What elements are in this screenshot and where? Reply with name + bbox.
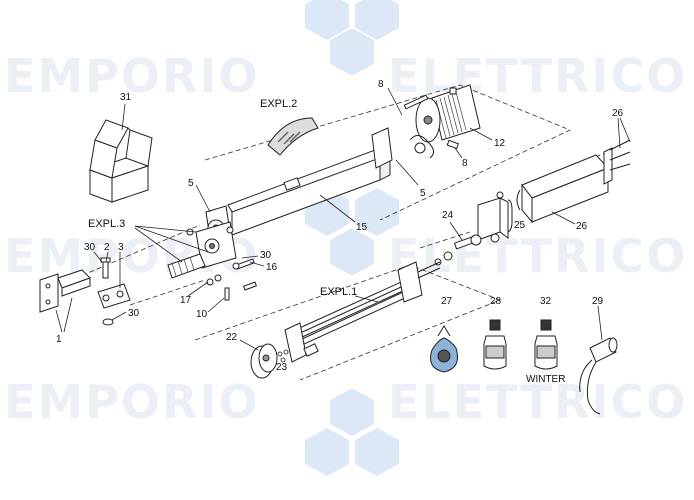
part-26-rail [516,139,631,224]
watermark: EMPORIO ELETTRICO EMPORIO ELETTRICO EMPO… [4,0,687,476]
part-1-wall-bracket [39,269,91,313]
watermark-brand-left-low: EMPORIO [4,375,260,429]
label-expl3: EXPL.3 [88,218,125,230]
label-expl2: EXPL.2 [260,98,297,110]
watermark-brand-right-low: ELETTRICO [388,375,687,429]
expl1-actuator [284,261,441,363]
watermark-brand-left-top: EMPORIO [4,49,260,103]
label-32: 32 [540,296,552,307]
leader-1-a [55,309,63,333]
part-3-hinge [97,283,131,309]
label-15: 15 [356,222,368,233]
part-16-screw [232,258,255,270]
leader-16 [249,261,265,267]
label-10: 10 [196,309,208,320]
expl3-front-assembly [167,221,237,279]
part-29-capacitor [579,337,618,415]
label-31: 31 [120,92,132,103]
leader-5-right [395,159,419,186]
watermark-brand-right-mid: ELETTRICO [388,229,687,283]
label-5-right: 5 [420,188,426,199]
label-28: 28 [490,296,502,307]
label-3: 3 [118,242,124,253]
leader-26-top-b [619,117,631,143]
leader-31 [121,103,126,131]
leader-26-right [551,211,576,225]
label-8-top: 8 [378,79,384,90]
part-8-screws [403,87,460,150]
part-32-bottle [534,319,558,370]
part-27-bag [430,325,458,373]
part-22-pulley [250,343,278,379]
part-31-box [88,119,153,203]
watermark-hexagons [305,0,399,476]
leader-12 [469,127,493,141]
label-27: 27 [441,296,453,307]
label-30-left: 30 [84,242,96,253]
part-23-pins [277,349,289,363]
leader-1-b [63,297,73,333]
label-24: 24 [442,210,454,221]
part-28-bottle [483,319,507,370]
part-2-bolt [100,257,111,279]
label-30-low: 30 [128,308,140,319]
label-30-mid: 30 [260,250,272,261]
leader-expl3-b [134,227,183,263]
label-25: 25 [514,220,526,231]
label-12: 12 [494,138,506,149]
leader-26-top-a [617,117,621,149]
label-5-left: 5 [188,178,194,189]
label-winter: WINTER [526,374,565,385]
leader-2 [105,251,109,263]
part-17-screw [206,274,222,286]
label-29: 29 [592,296,604,307]
bracket-25 [507,199,513,233]
part-24-rod-end [434,234,482,266]
leader-expl3-c [134,225,209,253]
leader-8-top [387,87,403,116]
label-26-top: 26 [612,108,624,119]
part-25-bracket [477,191,509,243]
part-15-main-tube [227,149,391,236]
leader-30-left [93,251,103,263]
part-30-nut [102,318,114,326]
label-expl1: EXPL.1 [320,286,357,298]
leader-10 [207,297,225,313]
leader-29 [597,305,603,341]
leader-expl1 [354,295,379,303]
label-22: 22 [226,332,238,343]
leader-expl3-a [134,225,197,233]
label-16: 16 [266,262,278,273]
part-30-screw-small [243,281,257,291]
leader-5-left [195,184,211,213]
leader-30-mid [241,255,259,259]
expl2-cover [267,117,319,156]
leader-17 [187,281,209,297]
leader-22 [239,339,259,351]
label-23: 23 [276,362,288,373]
label-1: 1 [56,334,62,345]
watermark-brand-right-top: ELETTRICO [388,49,687,103]
leader-24 [449,221,463,241]
label-2: 2 [104,242,110,253]
label-26-right: 26 [576,221,588,232]
leader-15 [319,194,356,223]
leader-8-mid [454,147,463,159]
label-17: 17 [180,295,192,306]
leader-30-low [111,311,127,321]
part-12-motor [409,84,481,159]
label-8-mid: 8 [462,158,468,169]
part-10-screw [224,287,230,301]
part-labels: 31 8 12 26 5 EXPL.2 5 8 15 EXPL.3 30 2 3… [56,79,624,385]
